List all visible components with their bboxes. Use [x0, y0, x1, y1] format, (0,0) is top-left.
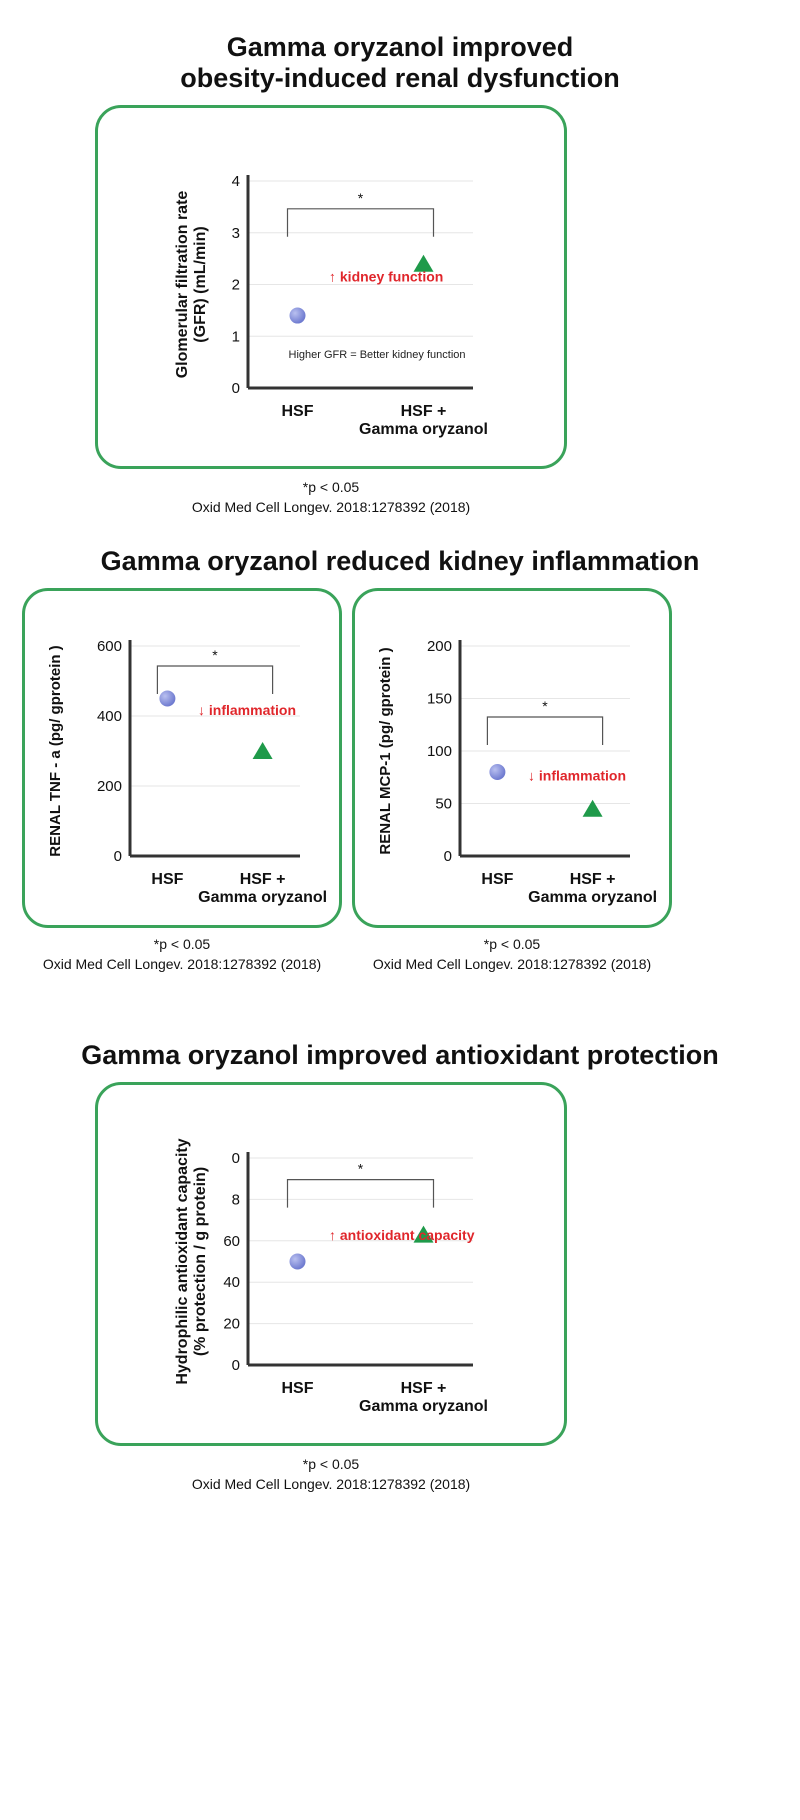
- y-tick-label: 100: [427, 743, 452, 760]
- y-tick-label: 600: [97, 638, 122, 655]
- y-tick-label: 40: [223, 1274, 240, 1291]
- y-axis-label: Hydrophilic antioxidant capacity(% prote…: [174, 1138, 209, 1384]
- x-category-label: HSF: [282, 1380, 314, 1397]
- significance-bracket: [286, 1178, 435, 1208]
- annotation: ↑ antioxidant capacity: [329, 1227, 475, 1243]
- section-title-inflammation: Gamma oryzanol reduced kidney inflammati…: [0, 546, 800, 577]
- y-axis-label-line: Hydrophilic antioxidant capacity: [174, 1138, 191, 1384]
- significance-star: *: [212, 647, 218, 663]
- title-line-1: Gamma oryzanol reduced kidney inflammati…: [100, 546, 700, 576]
- x-category-label: Gamma oryzanol: [359, 421, 488, 438]
- data-point-hsf: [489, 764, 506, 780]
- citation: Oxid Med Cell Longev. 2018:1278392 (2018…: [191, 498, 471, 515]
- x-category-label: HSF +: [401, 1380, 447, 1397]
- x-category-label: Gamma oryzanol: [528, 889, 657, 906]
- significance-note: *p < 0.05: [302, 479, 360, 495]
- citation: Oxid Med Cell Longev. 2018:1278392 (2018…: [372, 955, 652, 972]
- x-category-label: HSF +: [570, 871, 616, 888]
- data-point-hsf-gamma-oryzanol: [252, 742, 273, 759]
- section-title-antioxidant: Gamma oryzanol improved antioxidant prot…: [0, 1040, 800, 1071]
- title-line-2: obesity-induced renal dysfunction: [180, 63, 620, 94]
- footnote-block-2: *p < 0.05 Oxid Med Cell Longev. 2018:127…: [22, 935, 342, 974]
- significance-star: *: [358, 1161, 364, 1177]
- citation: Oxid Med Cell Longev. 2018:1278392 (2018…: [191, 1475, 471, 1492]
- y-axis-label-line: RENAL MCP-1 (pg/ gprotein ): [377, 647, 394, 854]
- data-point-hsf: [289, 1253, 306, 1270]
- significance-bracket: [486, 716, 604, 745]
- significance-note: *p < 0.05: [302, 1456, 360, 1472]
- y-axis-label: Glomerular filtration rate(GFR) (mL/min): [174, 191, 209, 379]
- y-axis-label: RENAL TNF - a (pg/ gprotein ): [47, 645, 64, 856]
- chart-note: Higher GFR = Better kidney function: [289, 349, 466, 361]
- annotation: ↓ inflammation: [198, 702, 296, 718]
- significance-note: *p < 0.05: [153, 936, 211, 952]
- data-point-hsf-gamma-oryzanol: [413, 254, 434, 272]
- y-axis-label-line: Glomerular filtration rate: [174, 191, 191, 379]
- data-point-hsf-gamma-oryzanol: [413, 1225, 434, 1243]
- significance-star: *: [358, 190, 364, 206]
- data-point-hsf-gamma-oryzanol: [582, 799, 603, 817]
- y-tick-label: 2: [232, 277, 240, 294]
- y-tick-label: 150: [427, 691, 452, 708]
- significance-star: *: [542, 698, 548, 714]
- y-tick-label: 60: [223, 1233, 240, 1250]
- y-tick-label: 200: [427, 638, 452, 655]
- title-line-1: Gamma oryzanol improved antioxidant prot…: [81, 1040, 719, 1070]
- y-tick-label: 0: [232, 1357, 240, 1374]
- y-tick-label: 400: [97, 708, 122, 725]
- footnote-block-3: *p < 0.05 Oxid Med Cell Longev. 2018:127…: [352, 935, 672, 974]
- x-category-label: Gamma oryzanol: [359, 1398, 488, 1415]
- y-axis-label: RENAL MCP-1 (pg/ gprotein ): [377, 647, 394, 854]
- y-tick-label: 3: [232, 225, 240, 242]
- y-tick-label: 4: [232, 173, 240, 190]
- footnote-block-4: *p < 0.05 Oxid Med Cell Longev. 2018:127…: [95, 1455, 567, 1494]
- chart-tnf: 0 200 400 600 RENAL TNF - a (pg/ gprotein ) H…: [47, 638, 327, 906]
- y-tick-label: 0: [232, 380, 240, 397]
- y-axis-label-line: RENAL TNF - a (pg/ gprotein ): [47, 645, 64, 856]
- significance-note: *p < 0.05: [483, 936, 541, 952]
- significance-bracket: [156, 665, 274, 694]
- y-axis-label-line: (% protection / g protein): [192, 1167, 209, 1356]
- chart-panel-tnf: 0 200 400 600 RENAL TNF - a (pg/ gprotein ) H…: [22, 588, 342, 928]
- x-category-label: HSF: [282, 403, 314, 420]
- y-tick-label: 0: [114, 848, 122, 865]
- citation: Oxid Med Cell Longev. 2018:1278392 (2018…: [42, 955, 322, 972]
- x-category-label: HSF: [481, 871, 513, 888]
- x-category-label: Gamma oryzanol: [198, 889, 327, 906]
- data-point-hsf: [289, 307, 306, 324]
- y-tick-label: 200: [97, 778, 122, 795]
- y-tick-label: 50: [435, 796, 452, 813]
- y-tick-label: 8: [232, 1191, 240, 1208]
- significance-bracket: [286, 208, 435, 237]
- footnote-block-1: *p < 0.05 Oxid Med Cell Longev. 2018:127…: [95, 478, 567, 517]
- y-axis-label-line: (GFR) (mL/min): [192, 226, 209, 342]
- y-tick-label: 1: [232, 328, 240, 345]
- data-point-hsf: [159, 690, 176, 707]
- title-line-1: Gamma oryzanol improved: [226, 32, 574, 62]
- annotation: ↑ kidney function: [329, 269, 443, 285]
- y-tick-label: 0: [232, 1150, 240, 1167]
- x-category-label: HSF +: [240, 871, 286, 888]
- section-title-renal-function: Gamma oryzanol improved obesity-induced …: [0, 32, 800, 94]
- y-tick-label: 20: [223, 1316, 240, 1333]
- x-category-label: HSF: [151, 871, 183, 888]
- x-category-label: HSF +: [401, 403, 447, 420]
- annotation: ↓ inflammation: [528, 767, 626, 783]
- y-tick-label: 0: [444, 848, 452, 865]
